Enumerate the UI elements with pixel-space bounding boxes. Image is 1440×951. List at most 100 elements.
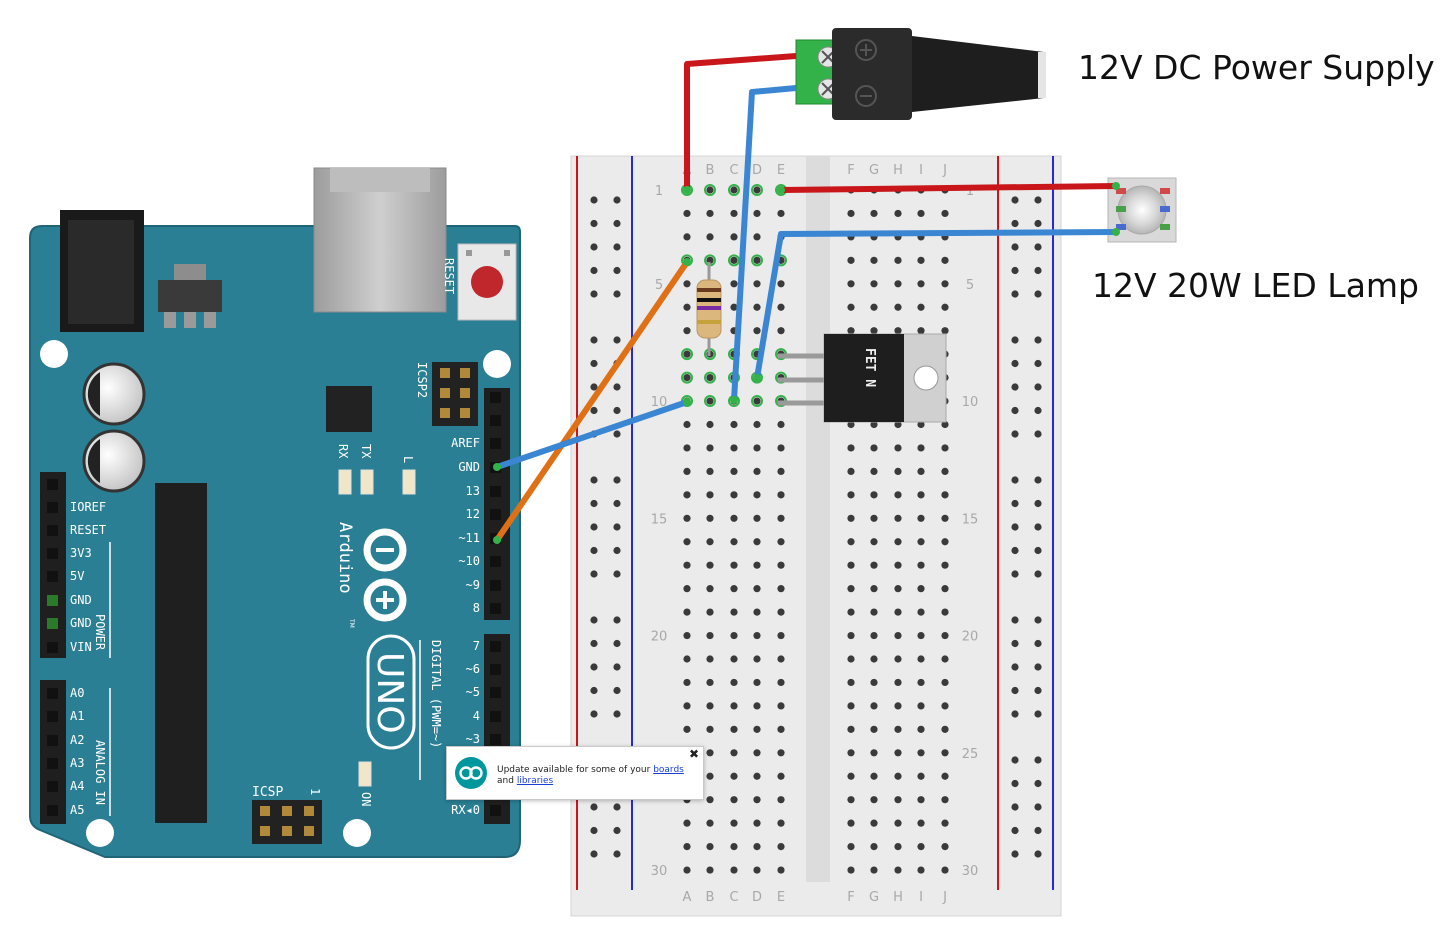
breadboard-hole[interactable] [917, 655, 925, 663]
breadboard-hole[interactable] [683, 843, 691, 851]
breadboard-hole[interactable] [941, 772, 949, 780]
breadboard-hole[interactable] [777, 702, 785, 710]
breadboard-hole[interactable] [894, 561, 902, 569]
breadboard-hole[interactable] [847, 608, 855, 616]
breadboard-hole[interactable] [917, 796, 925, 804]
header-pin[interactable] [490, 486, 501, 497]
header-pin[interactable] [47, 525, 58, 536]
breadboard-hole[interactable] [753, 655, 761, 663]
breadboard-hole[interactable] [706, 749, 714, 757]
breadboard-hole[interactable] [941, 585, 949, 593]
rail-hole[interactable] [1034, 779, 1042, 788]
rail-hole[interactable] [613, 243, 621, 251]
header-pin[interactable] [490, 687, 501, 698]
rail-hole[interactable] [1011, 499, 1019, 508]
breadboard-hole[interactable] [683, 561, 691, 569]
header-pin[interactable] [47, 642, 58, 653]
breadboard-hole[interactable] [753, 538, 761, 546]
header-pin[interactable] [47, 502, 58, 513]
rail-hole[interactable] [613, 710, 621, 718]
breadboard-hole[interactable] [894, 772, 902, 780]
breadboard-hole[interactable] [706, 467, 714, 475]
breadboard-hole[interactable] [941, 444, 949, 452]
breadboard-hole[interactable] [706, 209, 714, 218]
breadboard-hole[interactable] [730, 209, 738, 218]
rail-hole[interactable] [613, 523, 621, 531]
breadboard-hole[interactable] [683, 585, 691, 593]
breadboard-hole[interactable] [917, 561, 925, 569]
breadboard-hole[interactable] [706, 538, 714, 546]
rail-hole[interactable] [1034, 756, 1042, 764]
header-pin[interactable] [47, 618, 58, 629]
breadboard-hole[interactable] [847, 444, 855, 452]
rail-hole[interactable] [613, 430, 621, 438]
breadboard-hole[interactable] [870, 420, 878, 429]
rail-hole[interactable] [590, 826, 598, 835]
breadboard-hole[interactable] [777, 678, 785, 687]
breadboard-hole[interactable] [917, 631, 925, 640]
breadboard-hole[interactable] [730, 819, 738, 827]
breadboard-hole[interactable] [753, 866, 761, 874]
breadboard-hole[interactable] [847, 327, 855, 335]
breadboard-hole[interactable] [683, 631, 691, 640]
breadboard-hole[interactable] [870, 209, 878, 218]
header-pin[interactable] [490, 438, 501, 449]
breadboard-hole[interactable] [847, 725, 855, 733]
breadboard-hole[interactable] [917, 772, 925, 780]
breadboard-hole[interactable] [847, 280, 855, 288]
header-pin[interactable] [490, 711, 501, 722]
rail-hole[interactable] [1034, 803, 1042, 811]
rail-hole[interactable] [1034, 406, 1042, 415]
rail-hole[interactable] [613, 639, 621, 648]
breadboard-hole[interactable] [894, 303, 902, 311]
breadboard-hole[interactable] [894, 538, 902, 546]
breadboard-hole[interactable] [777, 444, 785, 452]
breadboard-hole[interactable] [753, 420, 761, 429]
breadboard-hole[interactable] [870, 280, 878, 288]
rail-hole[interactable] [613, 570, 621, 578]
rail-hole[interactable] [1034, 476, 1042, 484]
breadboard-hole[interactable] [917, 725, 925, 733]
breadboard-hole[interactable] [706, 514, 714, 522]
breadboard-hole[interactable] [870, 327, 878, 335]
rail-hole[interactable] [1011, 430, 1019, 438]
header-pin[interactable] [47, 758, 58, 769]
rail-hole[interactable] [1034, 523, 1042, 531]
rail-hole[interactable] [590, 570, 598, 578]
rail-hole[interactable] [1011, 219, 1019, 228]
rail-hole[interactable] [590, 406, 598, 415]
breadboard-hole[interactable] [706, 866, 714, 874]
rail-hole[interactable] [590, 850, 598, 858]
breadboard-hole[interactable] [753, 772, 761, 780]
breadboard-hole[interactable] [777, 561, 785, 569]
breadboard-hole[interactable] [683, 209, 691, 218]
breadboard-hole[interactable] [730, 491, 738, 499]
update-notification[interactable]: Update available for some of your boards… [446, 746, 704, 800]
breadboard-hole[interactable] [753, 467, 761, 475]
breadboard-hole[interactable] [917, 702, 925, 710]
rail-hole[interactable] [590, 499, 598, 508]
rail-hole[interactable] [613, 499, 621, 508]
rail-hole[interactable] [590, 266, 598, 275]
breadboard-hole[interactable] [730, 725, 738, 733]
breadboard-hole[interactable] [683, 655, 691, 663]
breadboard-hole[interactable] [917, 420, 925, 429]
breadboard-hole[interactable] [730, 186, 738, 194]
rail-hole[interactable] [1034, 383, 1042, 391]
breadboard-hole[interactable] [870, 655, 878, 663]
breadboard-hole[interactable] [753, 397, 761, 405]
breadboard-hole[interactable] [683, 538, 691, 546]
breadboard-hole[interactable] [917, 866, 925, 874]
breadboard-hole[interactable] [847, 256, 855, 264]
breadboard-hole[interactable] [753, 725, 761, 733]
breadboard-hole[interactable] [870, 514, 878, 522]
reset-button[interactable] [457, 243, 517, 321]
rail-hole[interactable] [590, 359, 598, 368]
breadboard-hole[interactable] [847, 866, 855, 874]
rail-hole[interactable] [1034, 639, 1042, 648]
header-pin[interactable] [47, 711, 58, 722]
breadboard-hole[interactable] [730, 631, 738, 640]
rail-hole[interactable] [1011, 383, 1019, 391]
breadboard-hole[interactable] [683, 233, 691, 241]
breadboard-hole[interactable] [941, 866, 949, 874]
